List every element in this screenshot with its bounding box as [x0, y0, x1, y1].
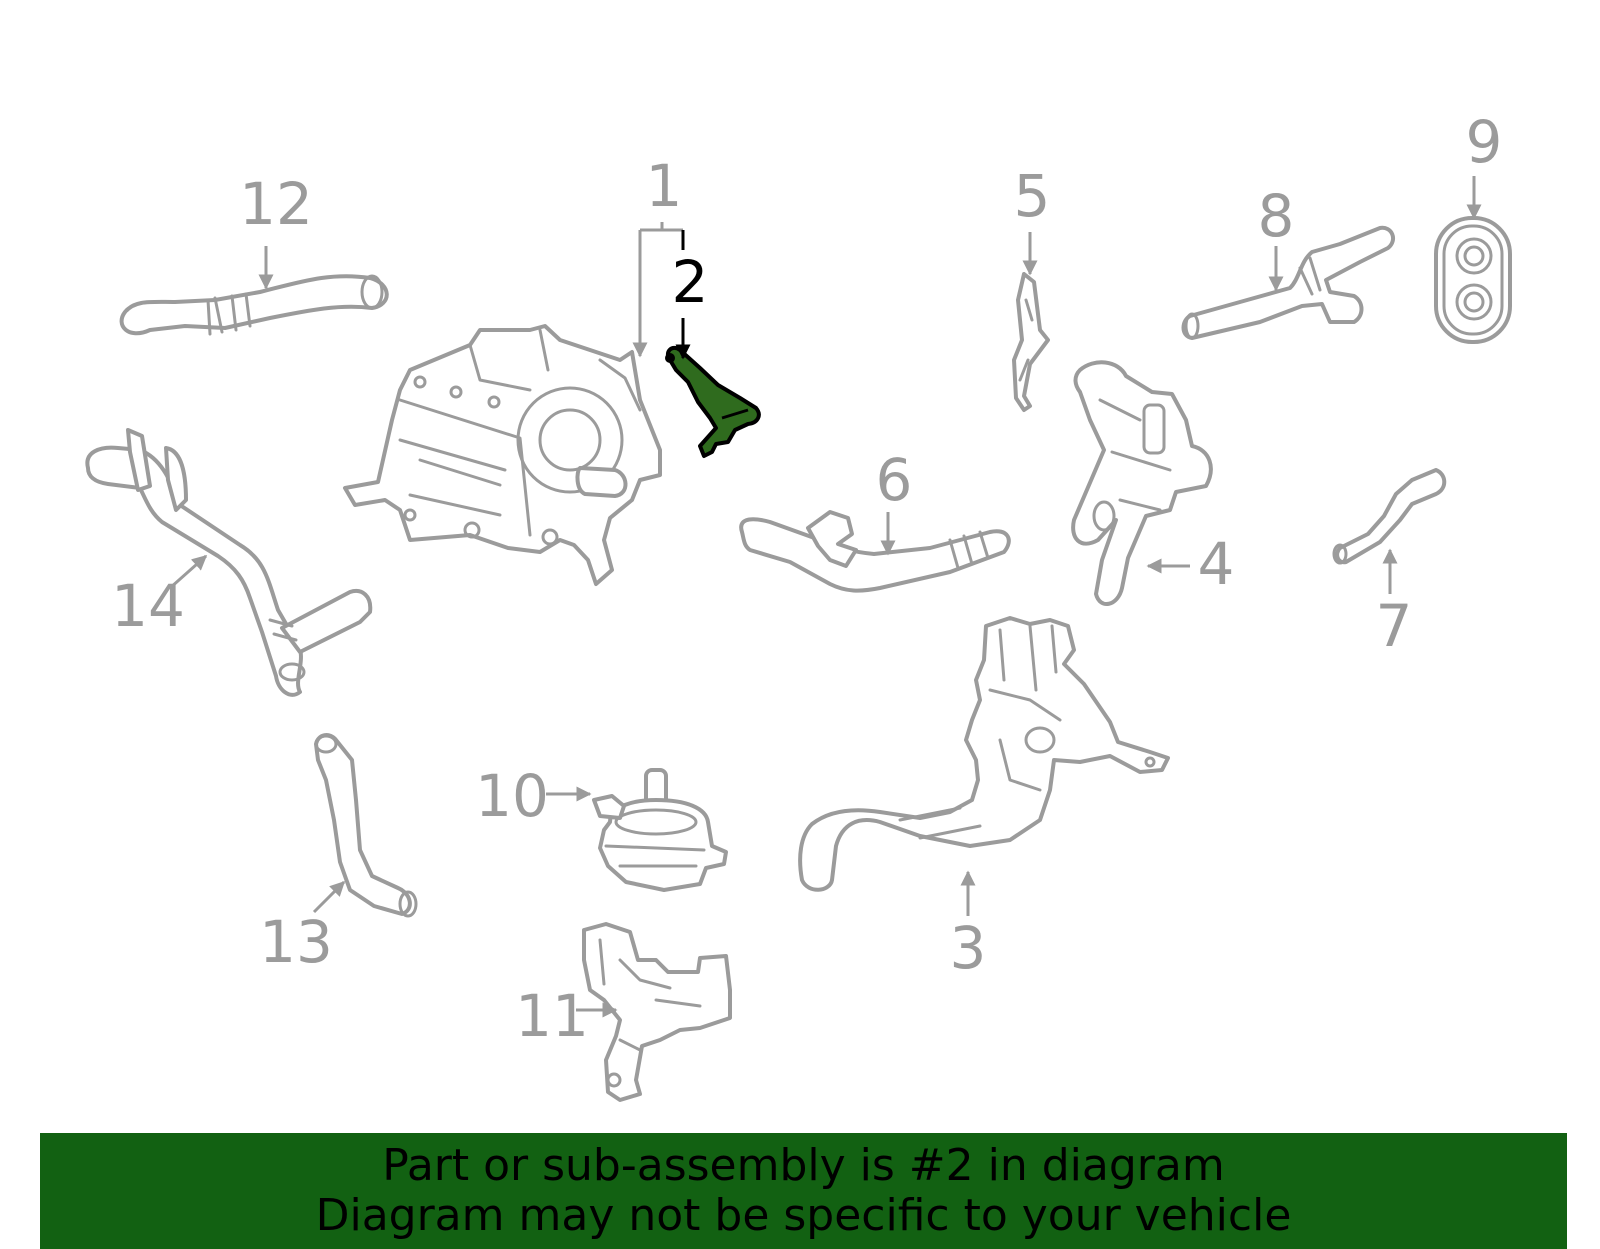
banner-line-1: Part or sub-assembly is #2 in diagram: [382, 1140, 1225, 1191]
leader-lines: [169, 176, 1482, 1018]
callout-4: 4: [1198, 530, 1235, 598]
part-7-hose[interactable]: [1332, 468, 1447, 565]
part-13-hose[interactable]: [314, 733, 418, 918]
part-3-pump-assembly[interactable]: [798, 616, 1170, 892]
callout-9: 9: [1466, 108, 1503, 176]
part-12-hose[interactable]: [119, 274, 389, 336]
callout-13: 13: [259, 908, 333, 976]
callout-6: 6: [876, 446, 913, 514]
info-banner: Part or sub-assembly is #2 in diagram Di…: [40, 1133, 1567, 1249]
banner-line-2: Diagram may not be specific to your vehi…: [315, 1190, 1292, 1241]
callout-10: 10: [475, 762, 549, 830]
callout-3: 3: [950, 914, 987, 982]
callout-2: 2: [672, 248, 709, 316]
callout-11: 11: [515, 982, 589, 1050]
part-10-water-pump[interactable]: [592, 768, 728, 892]
callout-8: 8: [1258, 182, 1295, 250]
part-1-housing-assembly[interactable]: [343, 324, 662, 586]
callout-1: 1: [646, 152, 683, 220]
callout-14: 14: [111, 572, 185, 640]
part-14-pipe[interactable]: [85, 428, 373, 697]
part-6-hose[interactable]: [739, 510, 1011, 593]
part-4-valve[interactable]: [1071, 360, 1213, 606]
part-8-hose[interactable]: [1181, 225, 1396, 340]
part-5-bracket[interactable]: [1012, 272, 1050, 412]
part-2-bracket[interactable]: [665, 345, 761, 458]
part-11-bracket[interactable]: [582, 922, 732, 1102]
part-9-grommet[interactable]: [1434, 216, 1512, 344]
callout-7: 7: [1376, 592, 1413, 660]
callout-labels: 1 2 3 4 5 6 7 8 9 10 11 12 13 14: [111, 108, 1502, 1050]
callout-5: 5: [1014, 162, 1051, 230]
callout-12: 12: [239, 170, 313, 238]
